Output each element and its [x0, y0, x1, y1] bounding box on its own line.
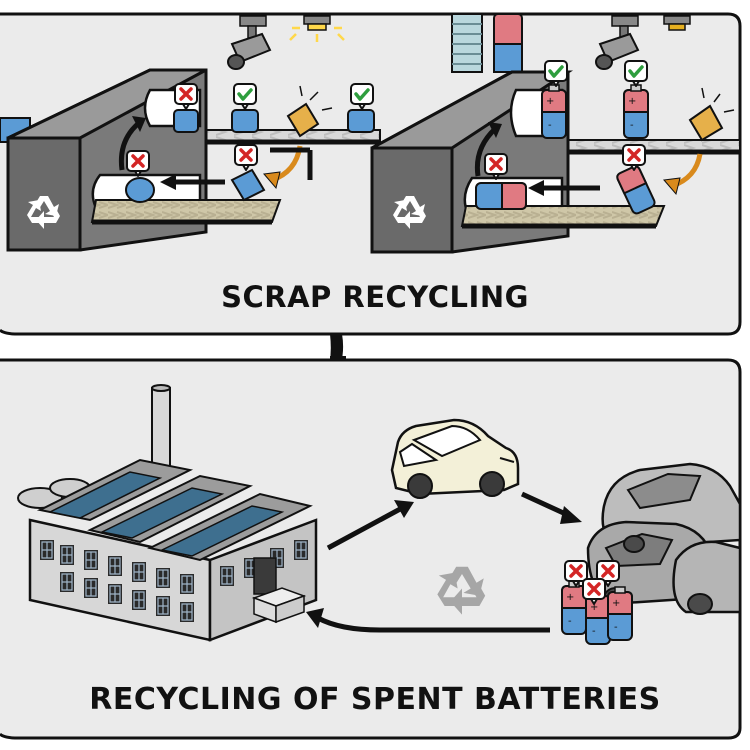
scrapped-cars-pile — [586, 462, 742, 615]
blue-scrap-item — [173, 109, 199, 133]
gold-scrap-item — [688, 104, 724, 142]
camera-icon — [227, 15, 272, 70]
battery-item — [616, 165, 656, 215]
blue-scrap-item — [347, 109, 375, 133]
ceiling-lamp-icon — [663, 15, 691, 31]
battery-item — [623, 84, 649, 139]
battery-item — [475, 182, 527, 210]
spent-batteries-title: RECYCLING OF SPENT BATTERIES — [89, 682, 661, 717]
electric-car — [390, 418, 520, 499]
ceiling-lamp-icon — [289, 15, 345, 42]
recycle-icon — [437, 566, 486, 615]
blue-scrap-item — [125, 177, 155, 203]
scrap-recycling-title: SCRAP RECYCLING — [221, 280, 529, 314]
recycling-factory — [17, 384, 318, 642]
blue-scrap-item — [231, 109, 259, 133]
blue-scrap-item — [230, 168, 266, 202]
gold-scrap-item — [286, 102, 320, 138]
spent-battery — [607, 586, 633, 641]
battery-item — [541, 84, 567, 139]
spent-batteries-panel — [0, 358, 742, 740]
battery-feed-stack — [451, 13, 523, 73]
camera-icon — [595, 15, 640, 70]
